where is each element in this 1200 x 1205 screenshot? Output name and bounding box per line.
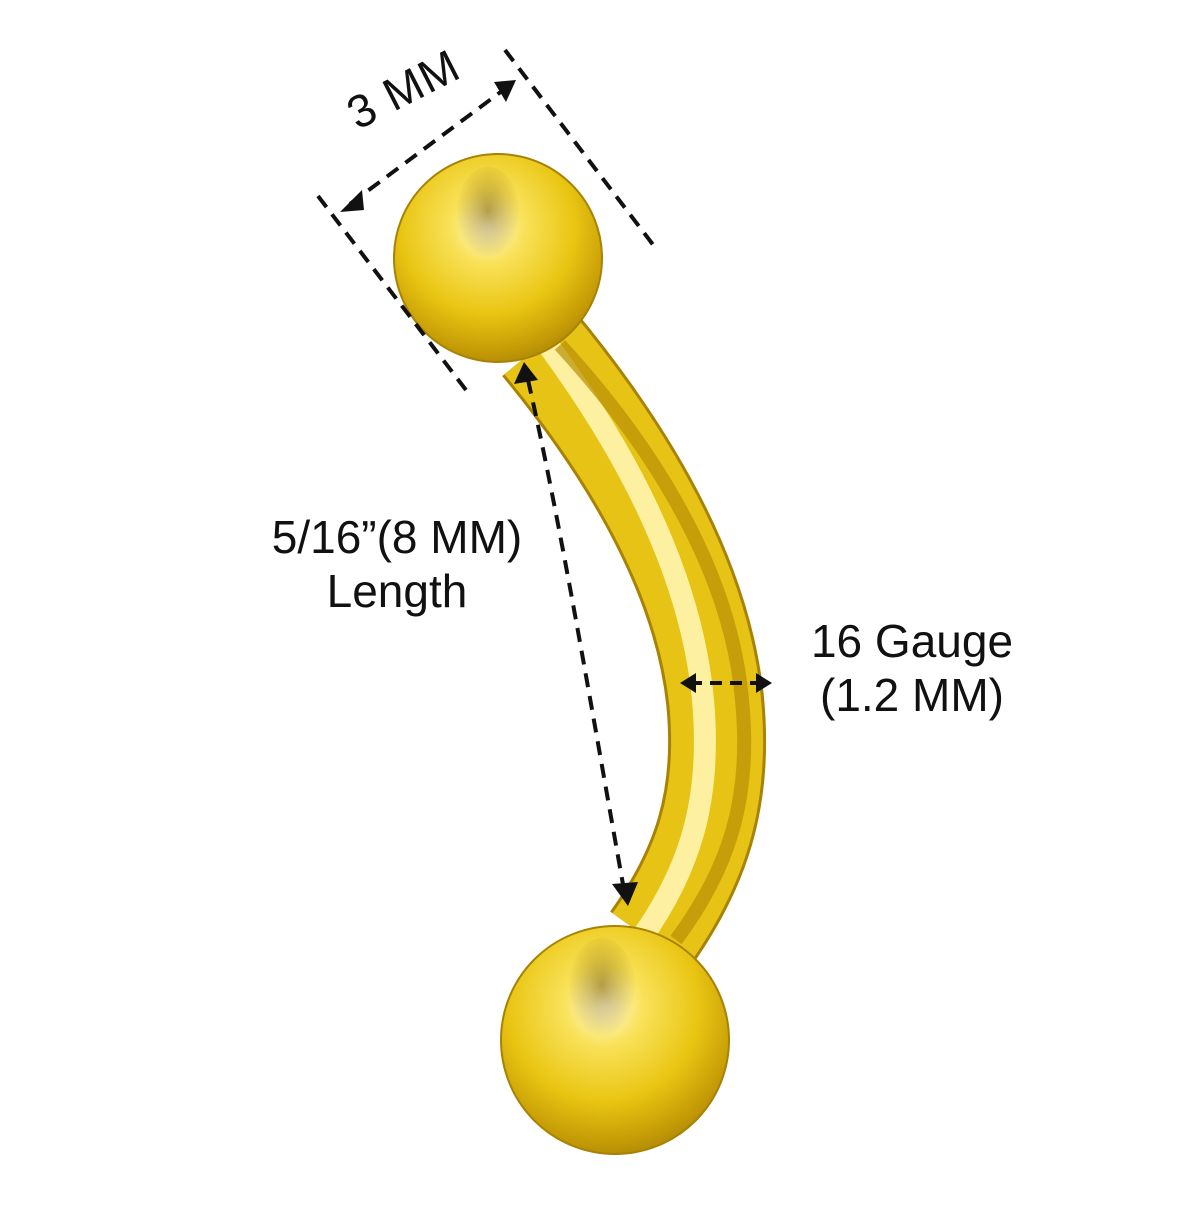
ball-extension-line-left [316, 194, 468, 392]
length-dimension-line [526, 379, 626, 891]
gauge-value-text: 16 Gauge [810, 615, 1014, 667]
ball-arrowhead-left [340, 190, 364, 212]
gauge-label: 16 Gauge (1.2 MM) [782, 614, 1042, 722]
bottom-ball [500, 925, 730, 1155]
top-ball [393, 153, 603, 363]
length-word-text: Length [326, 565, 468, 617]
ball-size-dimension [316, 48, 656, 392]
length-arrowhead-bottom [612, 882, 638, 906]
length-label: 5/16”(8 MM) Length [252, 510, 542, 618]
ball-extension-line-right [503, 48, 656, 248]
gauge-dimension [680, 673, 772, 693]
gauge-arrowhead-left [680, 673, 696, 693]
length-dimension [514, 362, 638, 906]
length-value-text: 5/16”(8 MM) [271, 511, 523, 563]
gauge-arrowhead-right [756, 673, 772, 693]
length-arrowhead-top [514, 362, 538, 384]
gauge-mm-text: (1.2 MM) [820, 669, 1004, 721]
curved-bar-shadow [554, 340, 752, 945]
ball-dimension-line [348, 86, 508, 206]
curved-bar-highlight [539, 338, 716, 947]
ball-arrowhead-right [494, 80, 516, 102]
